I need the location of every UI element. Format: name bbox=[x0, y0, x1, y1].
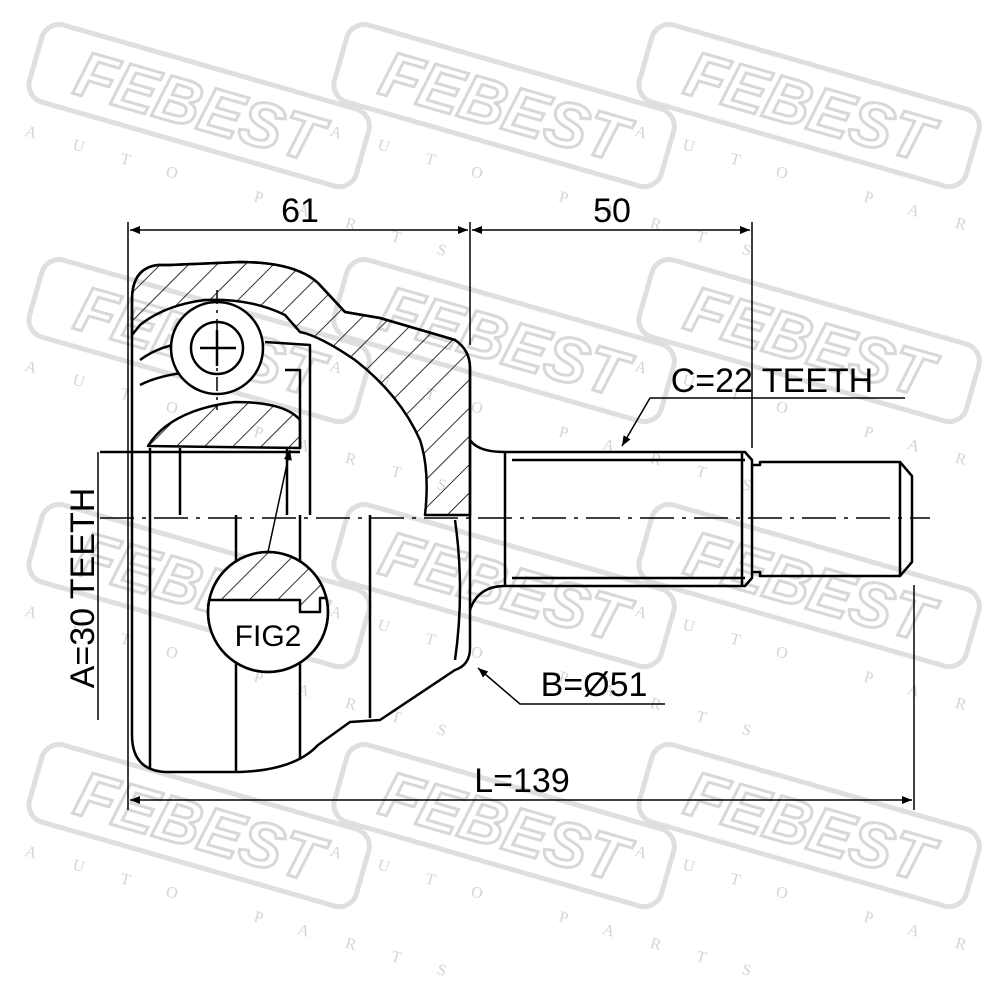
housing-lower-line bbox=[453, 519, 462, 661]
stub-neck bbox=[468, 439, 754, 611]
dim-label-total-length: L=139 bbox=[474, 762, 570, 800]
leader-diameter-b bbox=[477, 667, 665, 705]
watermark-layer: FEBEST AUTO PARTS FEBEST AUTO PARTS FEBE… bbox=[23, 22, 1000, 990]
cage-line bbox=[285, 368, 302, 448]
dim-label-diameter: B=Ø51 bbox=[541, 666, 648, 704]
dim-label-50: 50 bbox=[593, 192, 631, 230]
fig2-label: FIG2 bbox=[235, 620, 302, 653]
inner-race-section bbox=[146, 400, 302, 450]
fig2-tooth-section bbox=[208, 552, 328, 614]
dim-label-outer-teeth: C=22 TEETH bbox=[671, 362, 874, 400]
dim-label-61: 61 bbox=[281, 192, 319, 230]
housing-section-top bbox=[130, 260, 472, 517]
stub-spline-edge bbox=[512, 458, 745, 580]
leader-teeth-c bbox=[621, 397, 905, 447]
joint-drawing bbox=[97, 222, 930, 810]
cage-line bbox=[264, 340, 312, 515]
thread-section bbox=[752, 460, 914, 578]
dim-label-inner-teeth: A=30 TEETH bbox=[64, 488, 102, 689]
leader-fig2 bbox=[267, 449, 292, 553]
